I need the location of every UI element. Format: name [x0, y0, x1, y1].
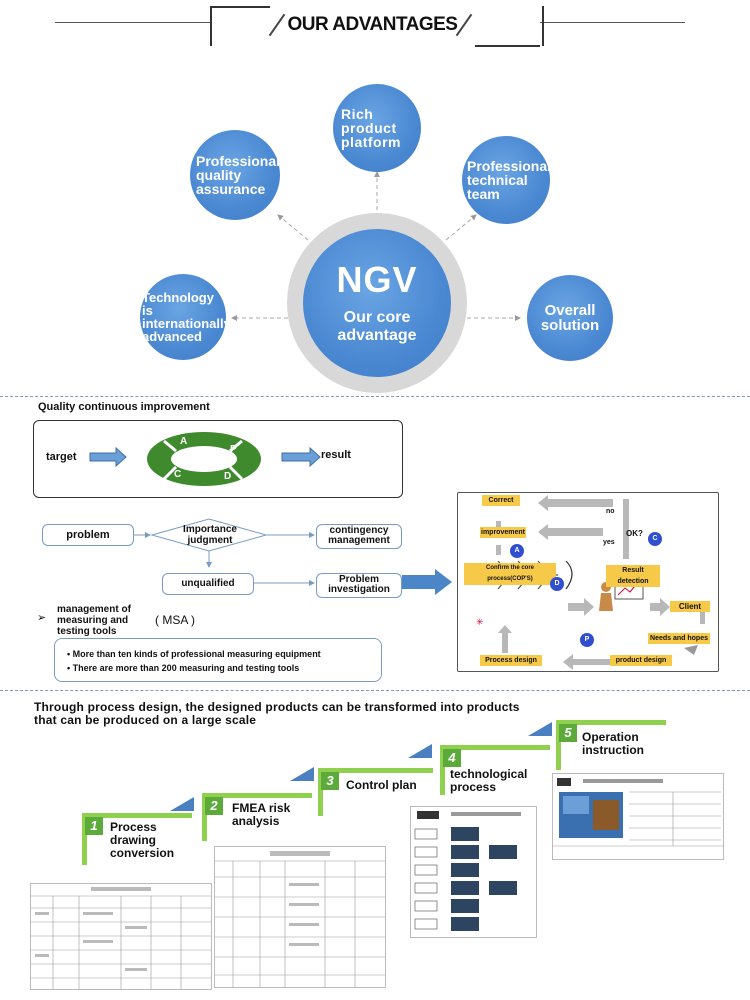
- bubble-overall-solution: Overall solution: [527, 275, 613, 361]
- page-title: OUR ADVANTAGES: [270, 8, 475, 42]
- header-line-left: [55, 22, 210, 23]
- product-design-tag: product design: [610, 655, 672, 666]
- dot-p: P: [580, 633, 594, 647]
- core-advantage-circle: NGV Our core advantage: [303, 229, 451, 377]
- document-table-graphic: [31, 887, 211, 989]
- section-divider: [0, 396, 750, 397]
- header-frame: [210, 6, 544, 46]
- step-4-bar: [440, 745, 550, 750]
- operation-instruction-document: [552, 773, 724, 860]
- step-5-bar: [556, 720, 666, 725]
- header-frame-top: [210, 6, 270, 8]
- process-flow-graphic: [414, 811, 521, 931]
- step-4-label: technological process: [450, 767, 528, 794]
- no-label: no: [606, 508, 615, 515]
- result-detection-tag: Result detection: [606, 565, 660, 587]
- step-1-arrow-icon: [170, 797, 194, 811]
- bubble-label: Rich product platform: [341, 106, 401, 150]
- process-drawing-document: [30, 883, 212, 990]
- dot-c: C: [648, 532, 662, 546]
- quality-title: Quality continuous improvement: [38, 401, 210, 413]
- step-3-number: 3: [321, 772, 339, 790]
- step-4-arrow-icon: [528, 722, 552, 736]
- msa-bullet-1: • More than ten kinds of professional me…: [67, 649, 321, 659]
- ok-label: OK?: [626, 529, 643, 538]
- result-label: result: [321, 449, 351, 461]
- step-1-number: 1: [85, 817, 103, 835]
- process-design-tag: Process design: [480, 655, 542, 666]
- step-2-leg: [202, 793, 207, 841]
- instruction-sheet-graphic: [553, 778, 723, 847]
- technological-process-document: [410, 806, 537, 938]
- advantage-connectors: [231, 171, 521, 321]
- improvement-tag: improvement: [480, 527, 526, 538]
- core-title: NGV: [336, 259, 418, 300]
- msa-box: • More than ten kinds of professional me…: [54, 638, 382, 682]
- step-2-arrow-icon: [290, 767, 314, 781]
- step-2-number: 2: [205, 797, 223, 815]
- confirm-tag: Confirm the core process(COP'S): [464, 563, 556, 585]
- pdca-box: target result A P D C: [33, 420, 403, 498]
- header-line-right: [540, 22, 685, 23]
- investigation-box: Problem investigation: [316, 573, 402, 598]
- core-subtitle: Our core advantage: [337, 309, 417, 344]
- improvement-chart: ✳ ✳ Correct no improvement yes OK? Confi…: [457, 492, 719, 672]
- msa-arrow-icon: ➢: [37, 612, 47, 624]
- bubble-label: Overall solution: [540, 302, 600, 334]
- contingency-box: contingency management: [316, 524, 402, 549]
- problem-box: problem: [42, 524, 134, 546]
- step-3-label: Control plan: [346, 778, 417, 792]
- pdca-p: P: [230, 444, 237, 455]
- process-intro: Through process design, the designed pro…: [34, 700, 520, 727]
- header-frame-bottom: [475, 45, 540, 47]
- step-5-label: Operation instruction: [582, 730, 644, 757]
- step-5-number: 5: [559, 724, 577, 742]
- correct-tag: Correct: [482, 495, 520, 506]
- step-4-leg: [440, 745, 445, 795]
- step-1-bar: [82, 813, 192, 818]
- pdca-a: A: [180, 436, 187, 447]
- bubble-label: Professional quality assurance: [196, 153, 281, 197]
- bubble-label: Professional technical team: [467, 158, 552, 202]
- needs-tag: Needs and hopes: [648, 633, 710, 644]
- pdca-c: C: [174, 469, 181, 480]
- document-table-graphic: [215, 851, 385, 987]
- msa-bullet-2: • There are more than 200 measuring and …: [67, 663, 300, 673]
- problem-flow-connectors: [133, 518, 452, 595]
- target-label: target: [46, 451, 77, 463]
- pdca-cycle: A P D C: [89, 432, 321, 486]
- yes-label: yes: [603, 539, 615, 546]
- step-2-bar: [202, 793, 312, 798]
- importance-label: Importance judgment: [183, 524, 237, 546]
- step-4-number: 4: [443, 749, 461, 767]
- bubble-quality-assurance: Professional quality assurance: [190, 130, 280, 220]
- spark-icon: ✳: [476, 617, 484, 627]
- dot-a: A: [510, 544, 524, 558]
- pdca-d: D: [224, 471, 231, 482]
- step-3-leg: [318, 768, 323, 816]
- bubble-technology: Technology is internationally advanced: [140, 274, 231, 360]
- step-1-label: Process drawing conversion: [110, 820, 175, 860]
- step-3-arrow-icon: [408, 744, 432, 758]
- msa-label: management of measuring and testing tool…: [57, 604, 131, 637]
- step-5-leg: [556, 720, 561, 770]
- step-3-bar: [318, 768, 433, 773]
- step-1-leg: [82, 813, 87, 865]
- dot-d: D: [550, 577, 564, 591]
- step-2-label: FMEA risk analysis: [232, 801, 291, 828]
- bubble-rich-product: Rich product platform: [333, 84, 421, 172]
- msa-abbr: ( MSA ): [155, 613, 196, 627]
- client-tag: Client: [670, 601, 710, 612]
- bubble-technical-team: Professional technical team: [462, 136, 552, 224]
- fmea-document: [214, 846, 386, 988]
- section-divider: [0, 690, 750, 691]
- unqualified-box: unqualified: [162, 573, 254, 595]
- bubble-label: Technology is internationally advanced: [142, 290, 231, 344]
